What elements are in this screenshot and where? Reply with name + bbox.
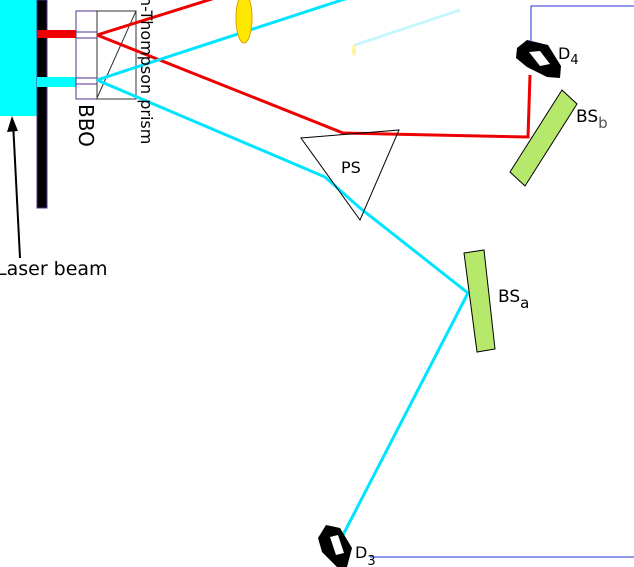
laser-arrow [12, 121, 21, 259]
bs-b-label: BSb [576, 107, 608, 132]
cyan-beam-path [96, 78, 470, 536]
glan-thompson-prism [96, 10, 137, 100]
red-beam-path [96, 33, 532, 139]
cyan-beam-out [37, 77, 76, 87]
beamsplitter-a [463, 249, 496, 353]
cyan-beam-upper [96, 0, 347, 82]
mount-bar [36, 0, 48, 209]
bbo-crystal [75, 10, 98, 100]
lens [235, 0, 253, 44]
red-beam-out [37, 30, 76, 38]
laser-beam-label: Laser beam [0, 258, 108, 280]
prism-ps [300, 129, 400, 222]
beamsplitter-b [509, 89, 578, 187]
bbo-label: BBO [74, 104, 98, 147]
red-beam-upper [96, 0, 214, 37]
d4-label: D4 [558, 44, 579, 68]
ps-label: PS [341, 158, 361, 177]
laser-source [0, 0, 37, 116]
d3-label: D3 [355, 543, 376, 567]
glan-thompson-label: n-Thompson prism [137, 0, 156, 144]
wire-d4 [530, 5, 634, 42]
bs-a-label: BSa [498, 287, 529, 312]
